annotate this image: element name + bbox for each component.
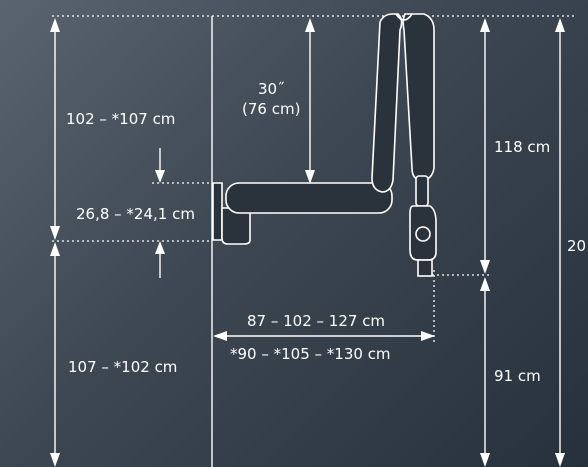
tube-cone [417,259,433,277]
horizontal-arm [225,182,393,214]
right-total-dimension [555,18,565,467]
left-lower-dimension [50,242,60,467]
label-arm-span-cm: (76 cm) [242,100,300,118]
wall-plate [212,182,223,241]
label-right-upper: 118 cm [494,138,550,156]
label-floor-to-tube: 91 cm [494,367,541,385]
label-reach-standard: 87 – 102 – 127 cm [247,312,385,330]
arm-segment-right [402,13,435,181]
arm-vertical-dimension [305,18,315,184]
wall-bracket [221,207,251,245]
arm-segment-left [371,13,403,193]
label-floor-to-bracket: 107 – *102 cm [68,358,177,376]
xray-arm-device [212,13,437,277]
bracket-height-dimension [155,148,165,278]
arm-connector [415,175,429,207]
top-joint [395,13,413,21]
reach-dimension [213,331,435,341]
right-lower-dimension [480,277,490,467]
label-right-total: 20 [567,237,586,255]
left-upper-dimension [50,18,60,240]
right-upper-dimension [480,18,490,274]
label-reach-extended: *90 – *105 – *130 cm [230,345,391,363]
label-ceiling-to-arm: 102 – *107 cm [66,110,175,128]
tube-knob [415,226,431,242]
label-bracket-height: 26,8 – *24,1 cm [76,205,195,223]
label-arm-span-inches: 30˝ [258,80,285,98]
